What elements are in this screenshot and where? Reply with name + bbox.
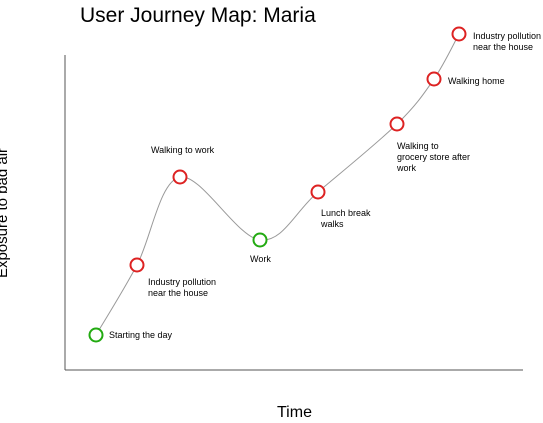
marker-starting-the-day — [88, 327, 104, 343]
y-axis-label: Exposure to bad air — [0, 147, 11, 279]
journey-markers — [88, 26, 467, 343]
marker-industry-pollution-evening — [451, 26, 467, 42]
point-label-walking-to-work: Walking to work — [151, 145, 215, 155]
point-label-walking-to-grocery-store: Walking to grocery store after work — [397, 141, 471, 173]
point-label-industry-pollution-morning: Industry pollution near the house — [148, 277, 217, 298]
marker-industry-pollution-morning — [129, 257, 145, 273]
chart-title: User Journey Map: Maria — [80, 4, 316, 27]
x-axis-label: Time — [277, 404, 312, 421]
marker-walking-home — [426, 71, 442, 87]
marker-walking-to-work — [172, 169, 188, 185]
marker-work — [252, 232, 268, 248]
marker-lunch-break-walks — [310, 184, 326, 200]
point-label-industry-pollution-evening: Industry pollution near the house — [473, 31, 542, 52]
point-label-lunch-break-walks: Lunch break walks — [321, 208, 371, 229]
point-label-work: Work — [250, 254, 271, 264]
point-label-starting-the-day: Starting the day — [109, 330, 173, 340]
point-label-walking-home: Walking home — [448, 76, 505, 86]
marker-walking-to-grocery-store — [389, 116, 405, 132]
